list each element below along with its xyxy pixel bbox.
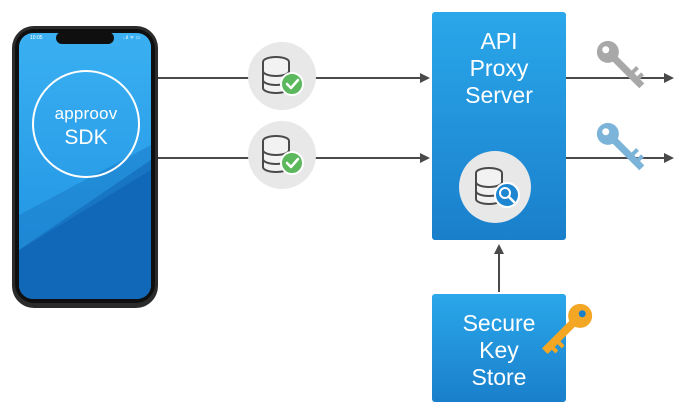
phone-time: 10:05 [30, 35, 43, 41]
key-blue-icon [596, 122, 645, 171]
key-gray-icon [596, 40, 645, 89]
phone-screen [19, 33, 151, 299]
title-line: Server [465, 82, 533, 108]
secure-key-store-title: Secure Key Store [432, 310, 566, 391]
api-proxy-server-title: API Proxy Server [432, 28, 566, 109]
secure-key-store-box [432, 294, 566, 402]
title-line: Secure [462, 310, 536, 336]
phone-notch [56, 32, 114, 44]
phone-status-icons: ..ıl ᯤ ▭ [123, 35, 141, 41]
phone [12, 26, 158, 308]
title-line: Store [471, 364, 527, 390]
sdk-label: SDK [64, 126, 108, 149]
title-line: Key [479, 337, 519, 363]
database-check-icon [248, 121, 316, 189]
database-search-icon [459, 151, 531, 223]
key-orange-icon [541, 303, 593, 355]
database-check-icon [248, 42, 316, 110]
title-line: API [480, 28, 518, 54]
sdk-brand-label: approov [54, 104, 118, 123]
sdk-circle [32, 70, 140, 178]
title-line: Proxy [469, 55, 529, 81]
